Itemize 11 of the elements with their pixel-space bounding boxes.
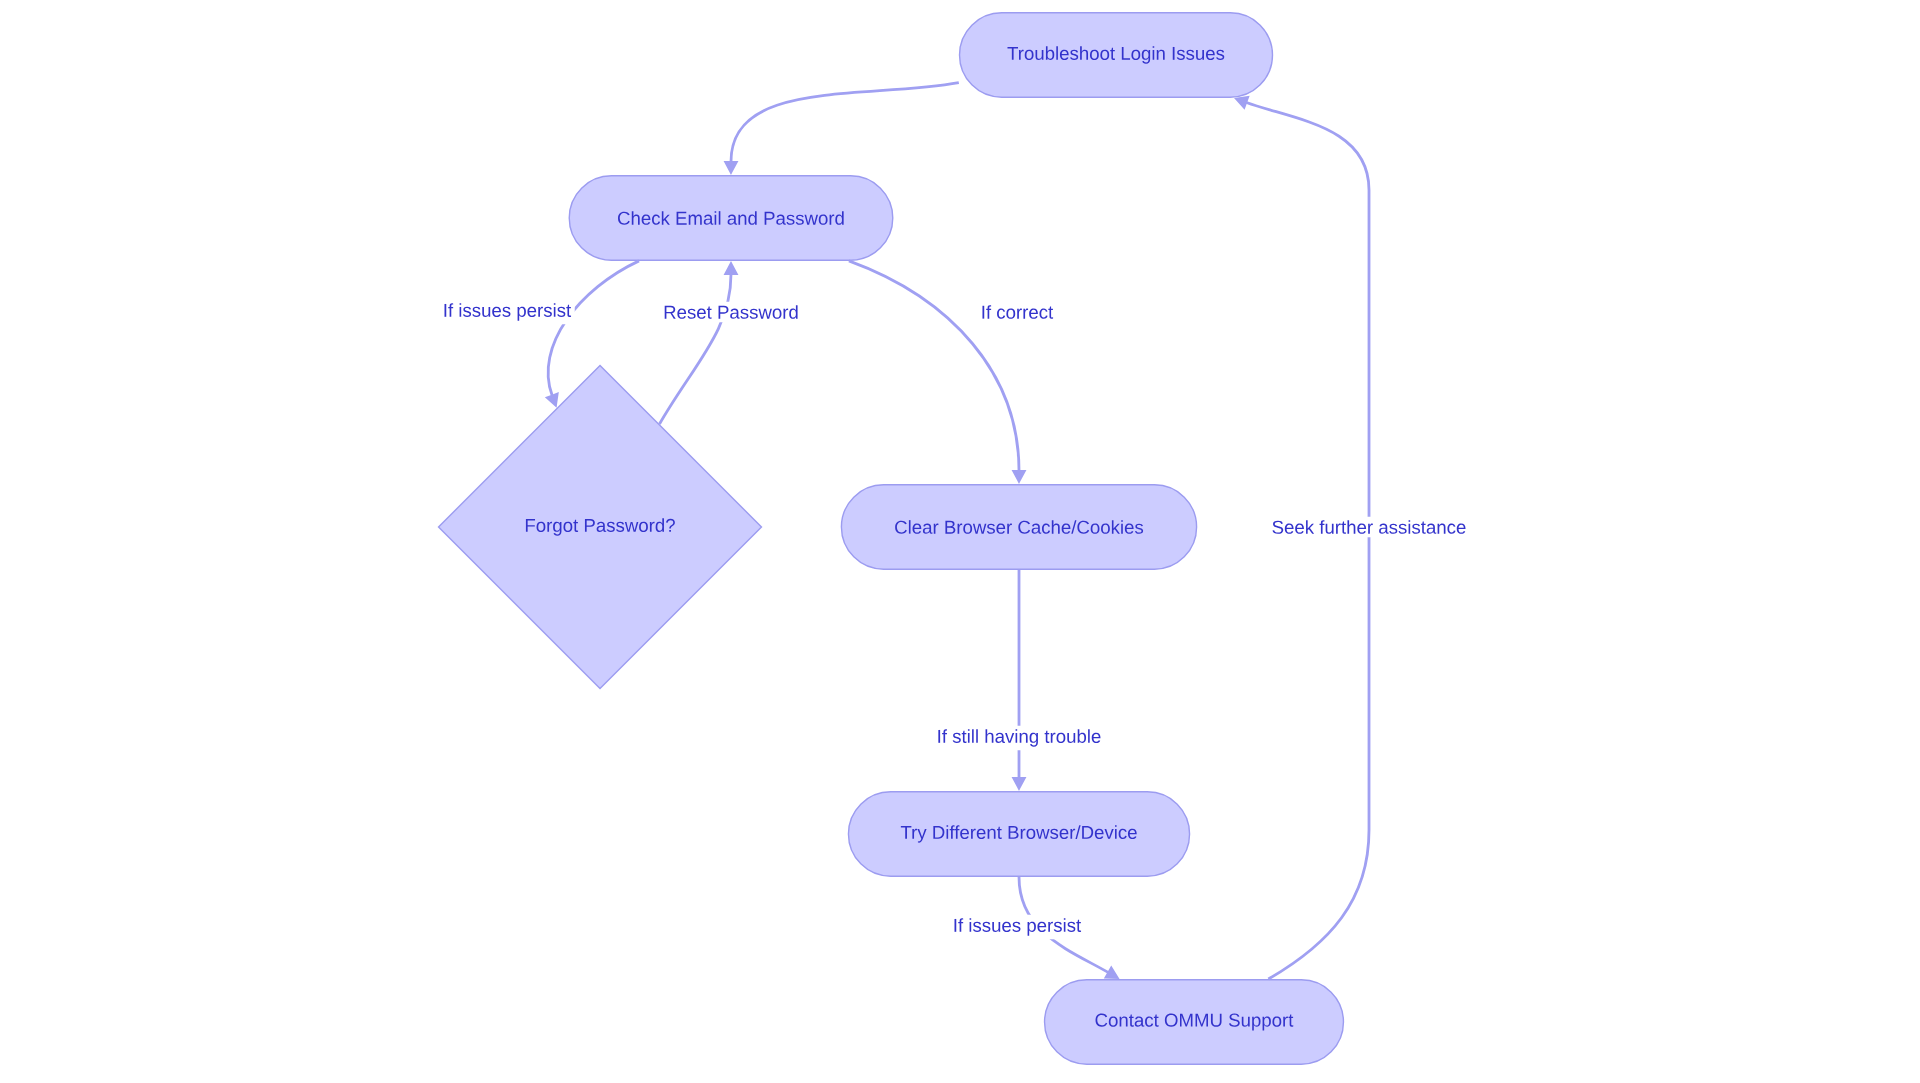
edge-label: If issues persist [949, 914, 1085, 940]
edge-label: Reset Password [659, 301, 803, 323]
process-box: Contact OMMU Support [1043, 979, 1345, 1065]
process-box: Try Different Browser/Device [847, 791, 1191, 877]
edge-label: If still having trouble [933, 725, 1105, 751]
edge-label: If correct [977, 301, 1057, 323]
edge-label: If issues persist [439, 299, 575, 325]
process-box: Troubleshoot Login Issues [958, 12, 1274, 98]
process-box: Check Email and Password [568, 175, 894, 261]
process-box: Clear Browser Cache/Cookies [840, 484, 1198, 570]
edge-label: Seek further assistance [1268, 516, 1470, 538]
